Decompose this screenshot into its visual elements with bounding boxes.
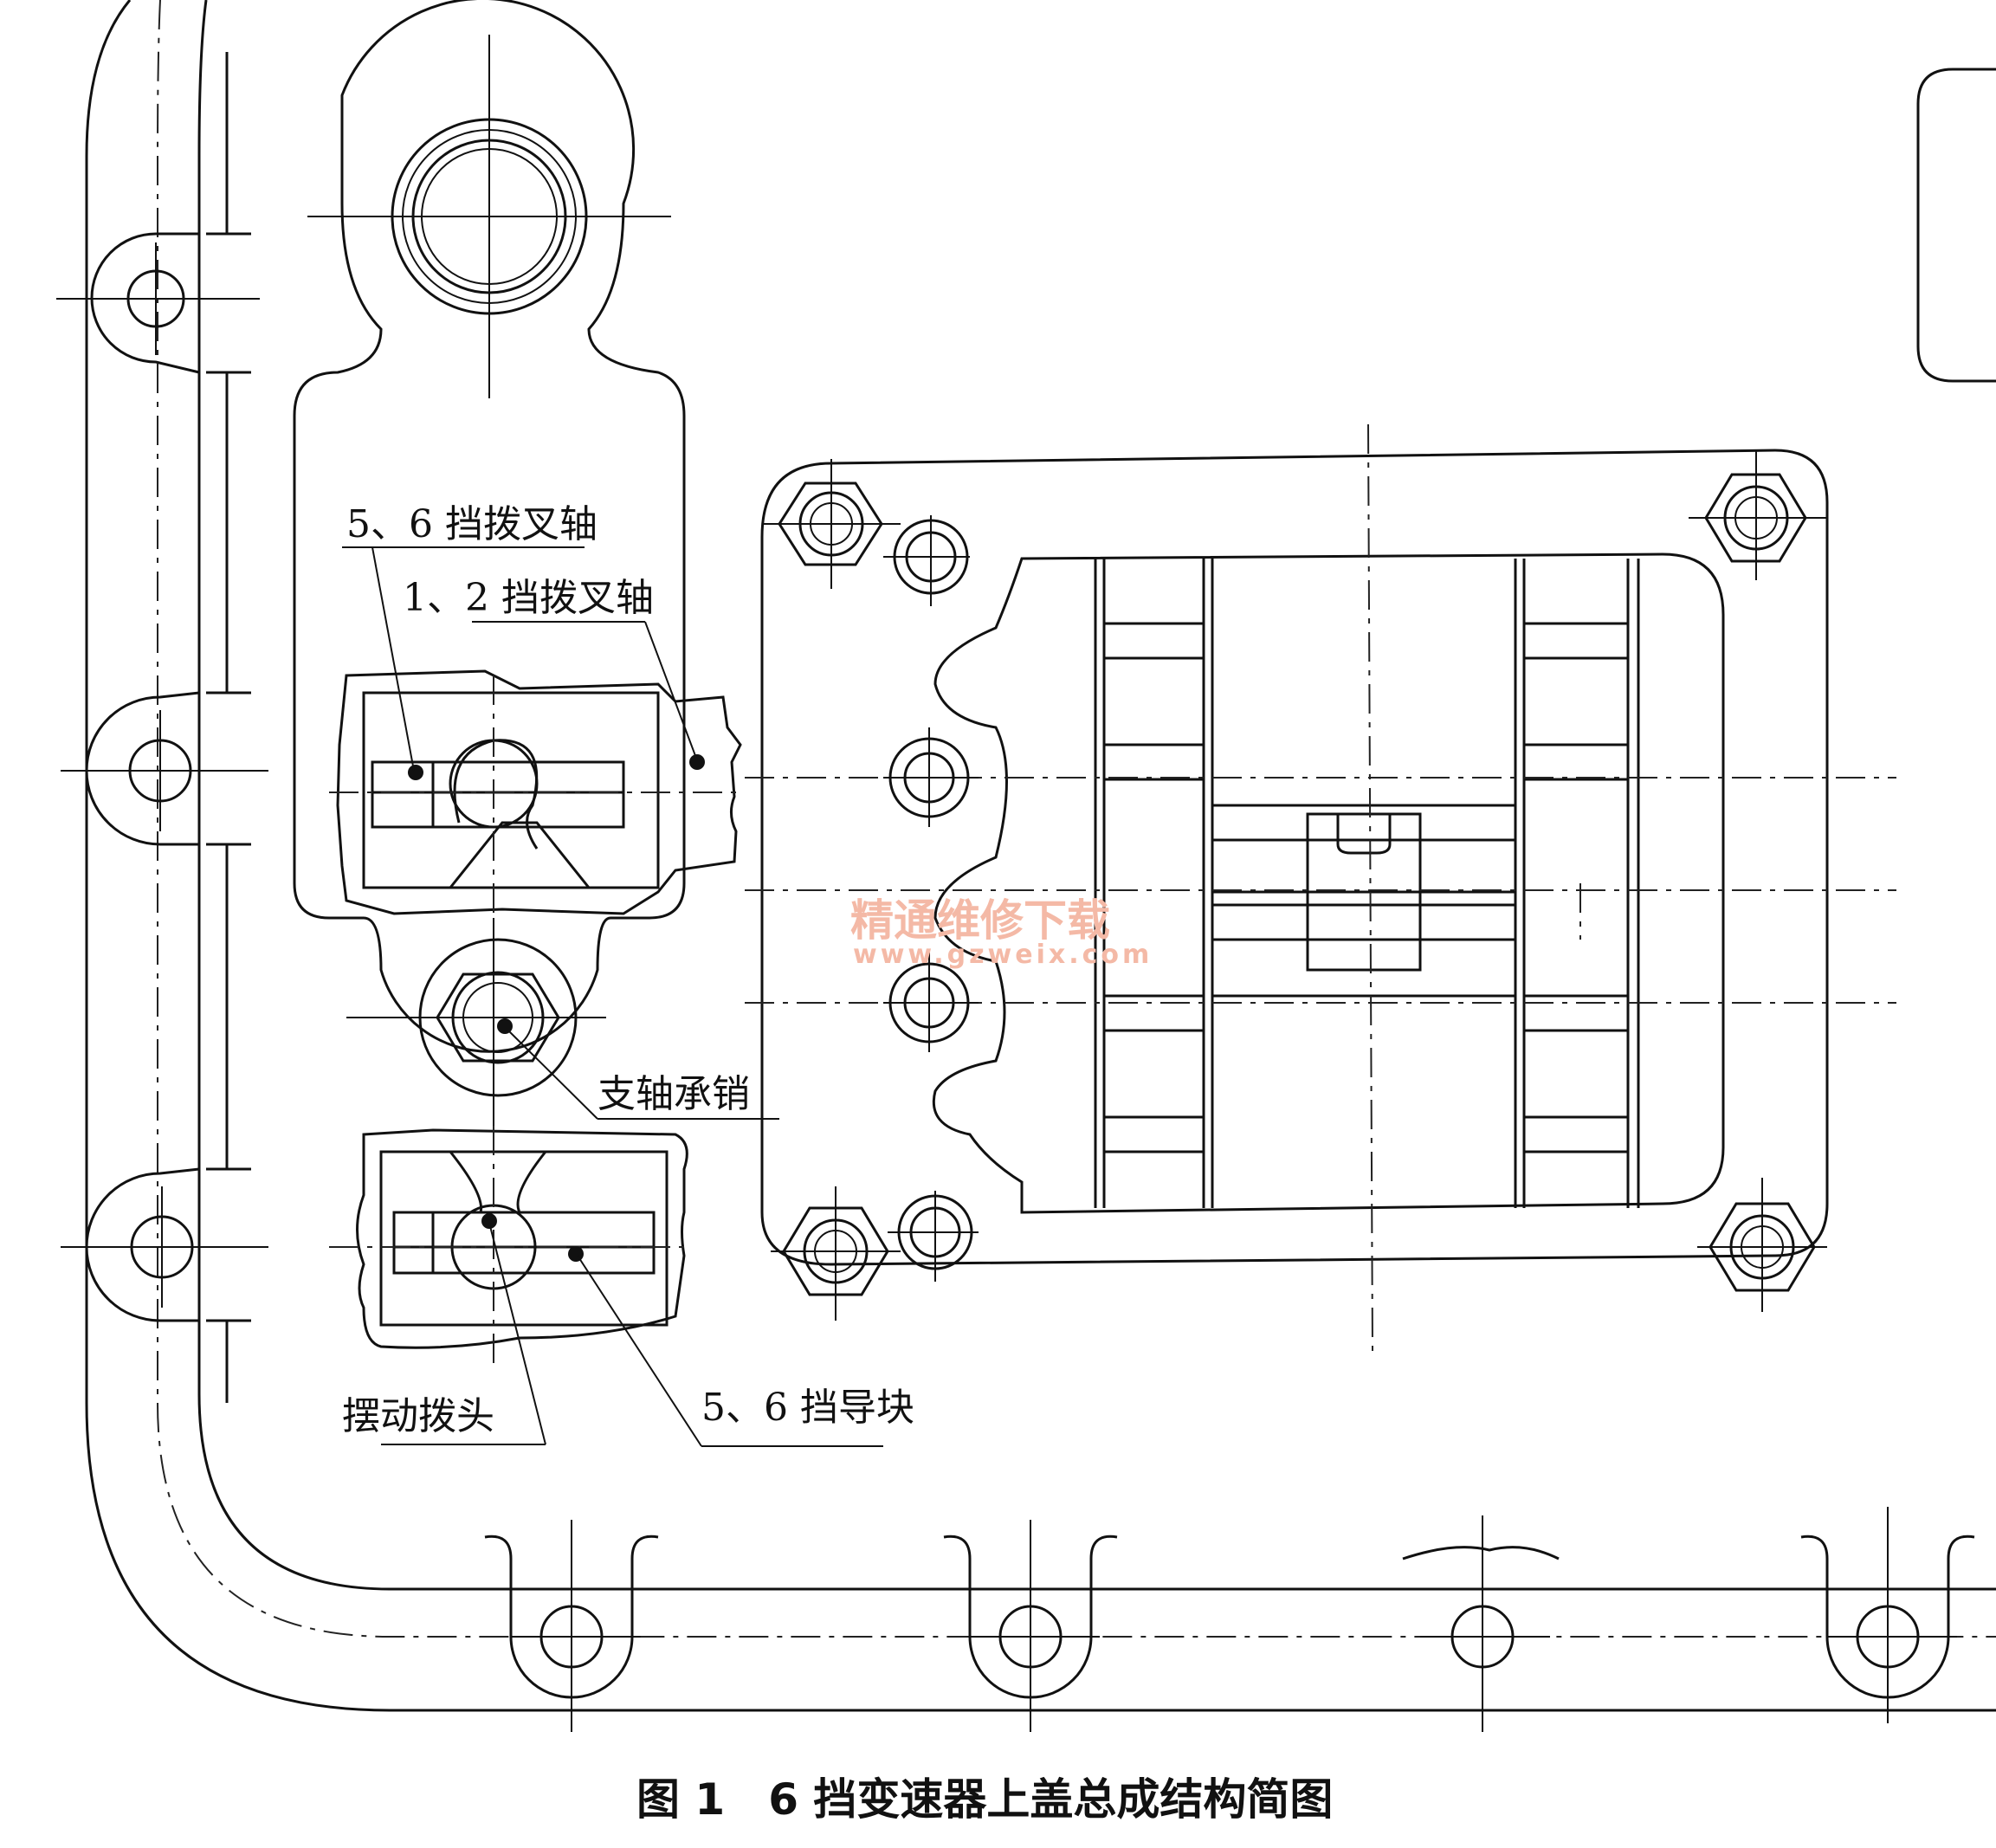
bolt-top-left bbox=[762, 459, 901, 589]
bushing-top bbox=[883, 515, 970, 606]
cover-plate bbox=[745, 423, 1896, 1352]
upper-selector-block bbox=[329, 669, 745, 935]
watermark-cn: 精通维修下载 bbox=[850, 895, 1110, 946]
bushing-middle-1 bbox=[883, 727, 979, 827]
bolt-bottom-right bbox=[1697, 1178, 1827, 1312]
bolt-top-right bbox=[1689, 450, 1827, 580]
bolt-bottom-left bbox=[771, 1186, 901, 1321]
watermark-url: www.gzweix.com bbox=[853, 940, 1153, 970]
leader-lines bbox=[342, 546, 883, 1447]
bushing-middle-2 bbox=[883, 953, 979, 1052]
bushing-bottom bbox=[888, 1191, 979, 1282]
figure-caption: 图 1 6 挡变速器上盖总成结构简图 bbox=[636, 1774, 1333, 1825]
pivot-nut bbox=[346, 918, 606, 1126]
label-shaft-12: 1、2 挡拨叉轴 bbox=[403, 576, 654, 620]
label-guide-56: 5、6 挡导块 bbox=[701, 1386, 914, 1430]
bottom-mounting-lugs bbox=[484, 1507, 1975, 1732]
top-right-bracket bbox=[1916, 68, 1996, 383]
label-swing-head: 摆动拨头 bbox=[342, 1394, 494, 1438]
cover-plate-bolts bbox=[762, 450, 1827, 1321]
lower-guide-block bbox=[329, 1126, 693, 1368]
label-shaft-56: 5、6 挡拨叉轴 bbox=[346, 502, 598, 546]
label-pivot-pin: 支轴承销 bbox=[598, 1072, 750, 1116]
housing-outline bbox=[85, 0, 1996, 1712]
left-mounting-lugs bbox=[56, 232, 268, 1322]
shift-shaft-housing bbox=[293, 0, 686, 1053]
